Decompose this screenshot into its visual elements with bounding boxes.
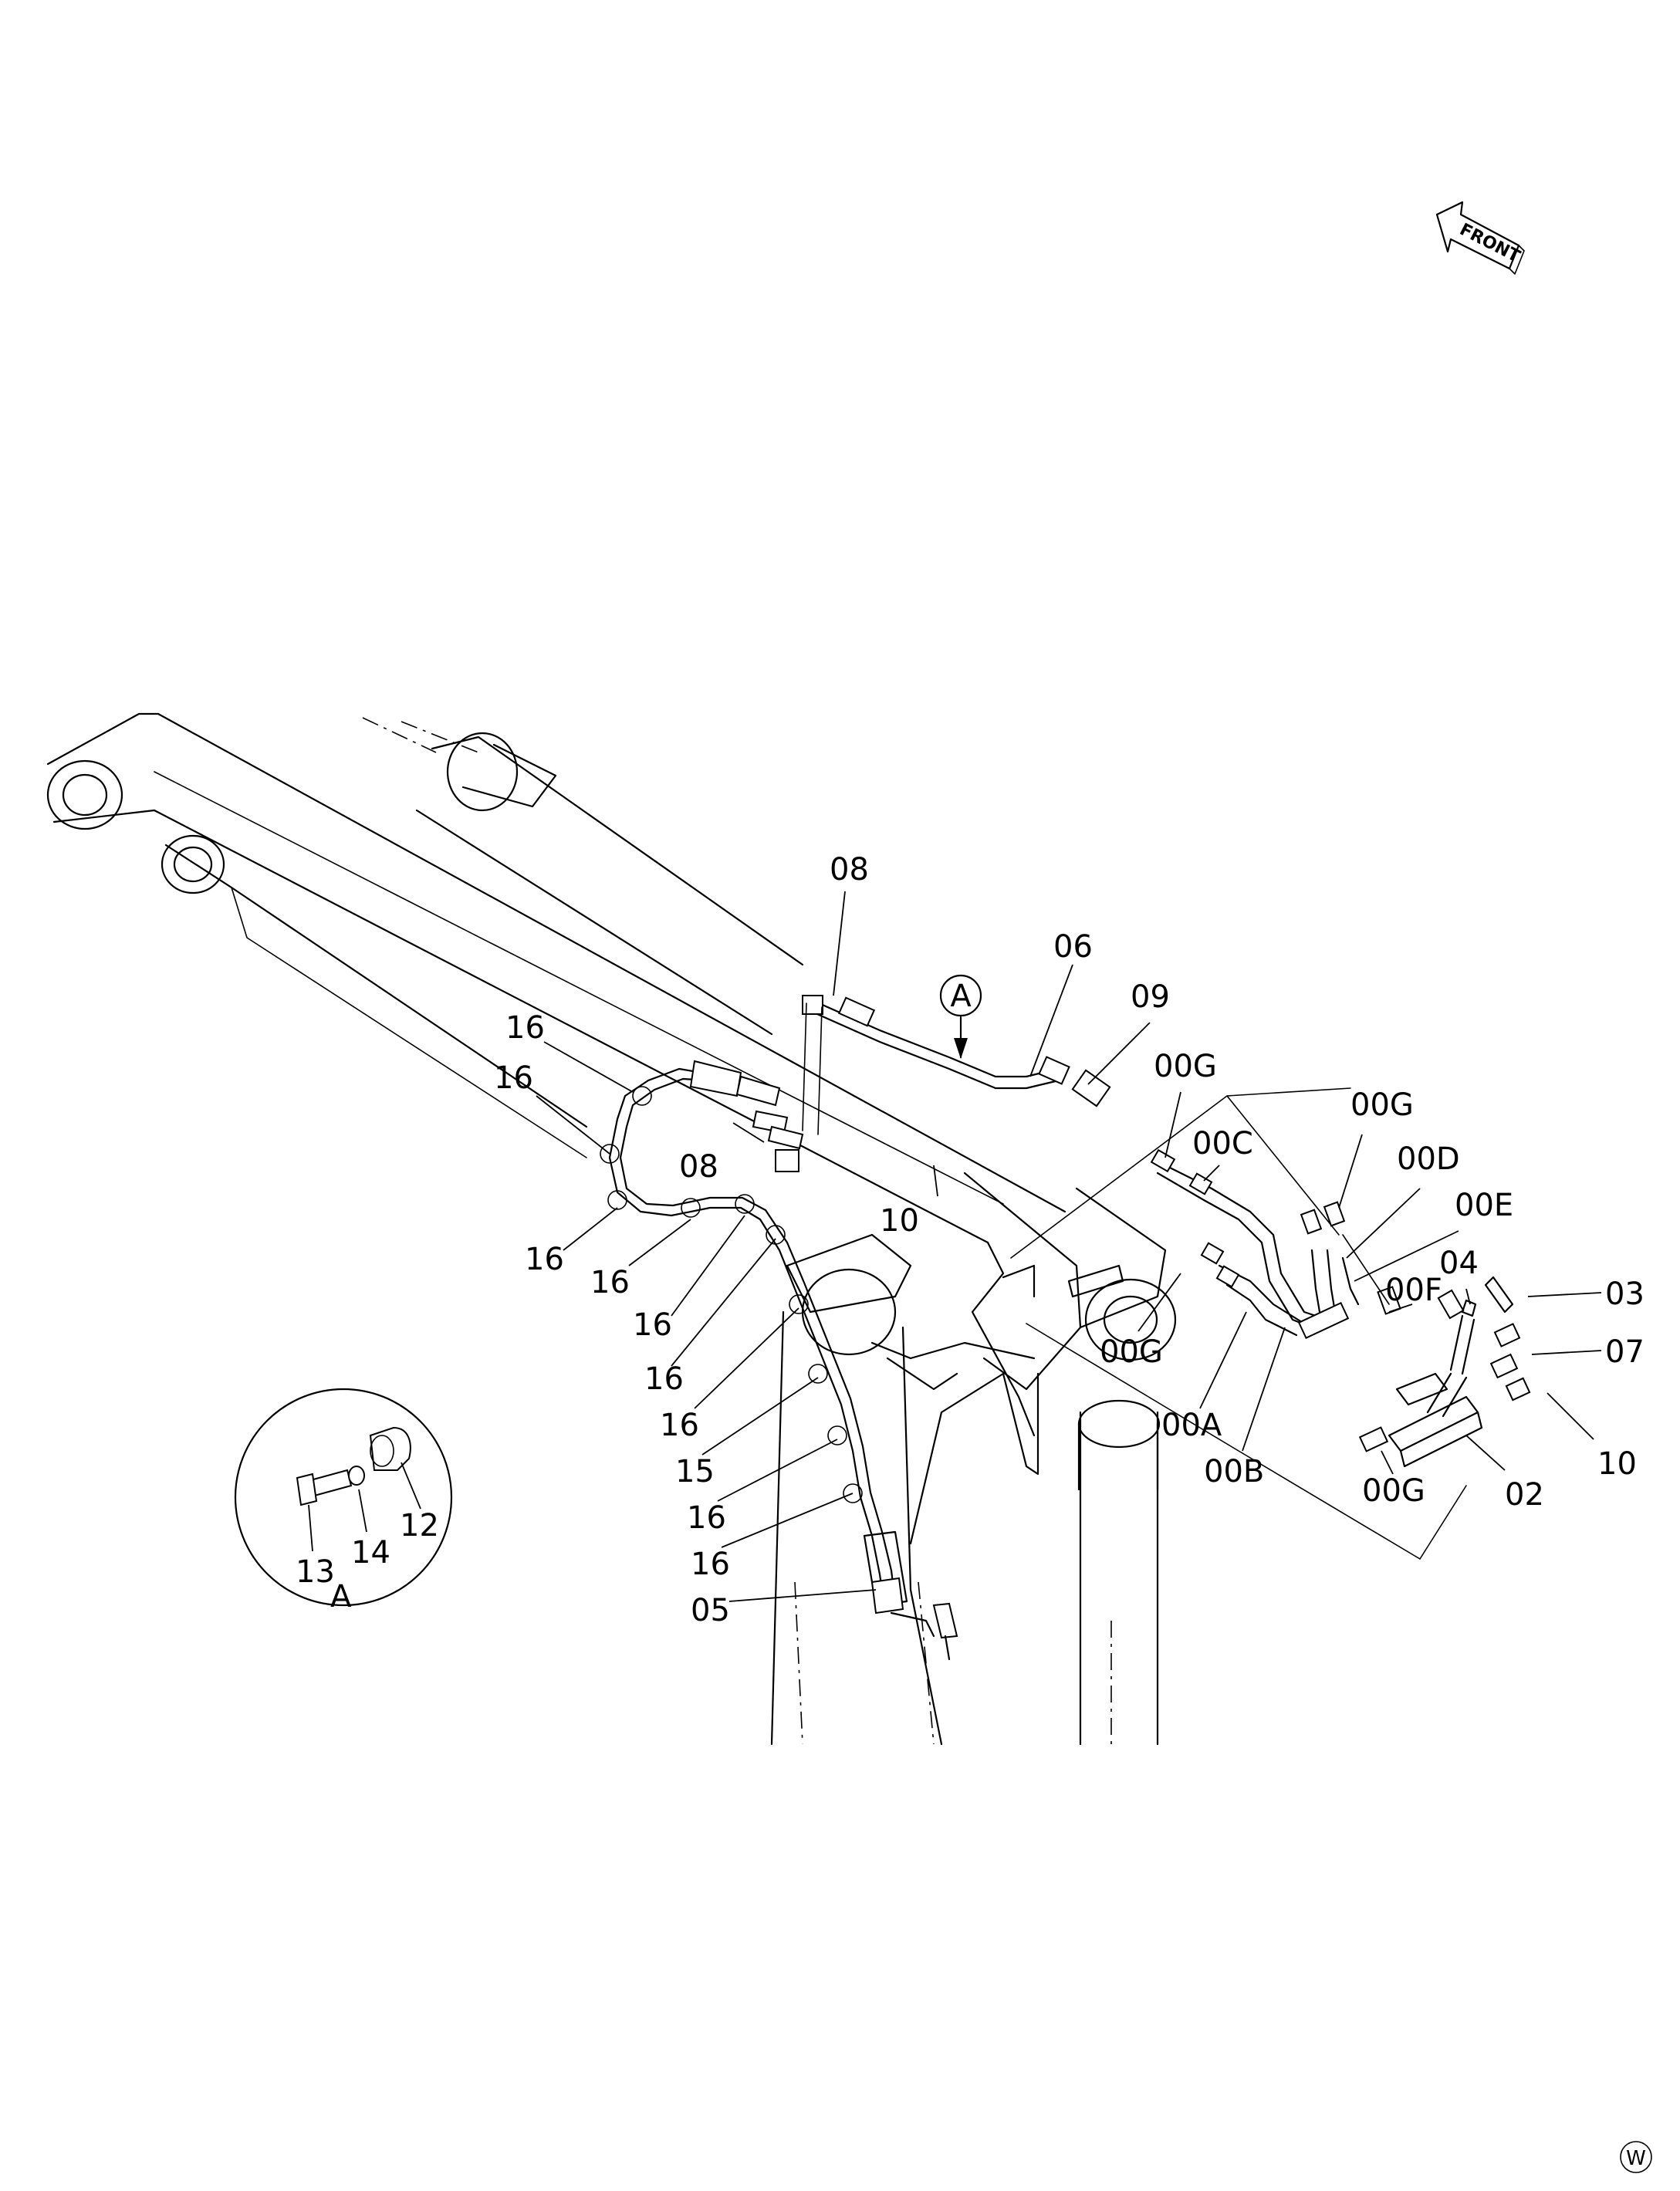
label-05: 05 [691,1593,730,1628]
detail-view-a: 12 14 13 A [234,1388,453,1615]
label-00f: 00F [1385,1273,1442,1308]
label-02: 02 [1505,1477,1544,1513]
label-16-1: 16 [505,1010,545,1046]
boom-structure [46,712,1177,1746]
label-04: 04 [1439,1246,1479,1281]
label-00c: 00C [1192,1126,1253,1161]
label-07: 07 [1605,1334,1645,1370]
svg-text:A: A [950,979,972,1014]
hose-assembly [600,1060,958,1661]
label-16-3: 16 [525,1242,564,1277]
manifold-block [1358,1276,1531,1468]
label-00g-bottom: 00G [1362,1473,1425,1509]
label-16-5: 16 [633,1307,672,1343]
label-08-upper: 08 [830,852,869,888]
upper-pipe-assembly [802,995,1111,1107]
label-16-2: 16 [494,1060,533,1096]
callout-leaders [536,891,1602,1602]
label-10-left: 10 [880,1203,919,1239]
detail-caption-a: A [330,1579,352,1615]
label-00b: 00B [1204,1454,1264,1489]
detail-label-12: 12 [400,1508,439,1544]
label-00g-left: 00G [1100,1334,1163,1370]
label-00d: 00D [1397,1141,1460,1177]
label-16-8: 16 [687,1500,726,1536]
detail-marker-a: A [939,974,982,1059]
label-10-right: 10 [1597,1446,1637,1482]
label-09: 09 [1131,979,1170,1015]
label-15: 15 [675,1454,715,1489]
pipe-bundle [1150,1148,1465,1339]
label-08-lower: 08 [679,1149,718,1185]
label-16-4: 16 [590,1265,630,1300]
label-00g-top: 00G [1154,1049,1217,1084]
svg-text:W: W [1626,2147,1646,2170]
callout-labels: 08 06 09 00G 00C 00G 00D 00E 04 00F 03 0… [494,852,1645,1628]
guide-lines [802,1003,1467,1560]
label-16-6: 16 [644,1361,684,1397]
label-16-9: 16 [691,1547,730,1582]
label-00g-right: 00G [1350,1087,1414,1123]
label-00a: 00A [1161,1408,1222,1443]
detail-label-14: 14 [351,1535,390,1571]
label-06: 06 [1053,929,1093,965]
label-03: 03 [1605,1276,1645,1312]
front-direction-arrow-icon: FRONT [1435,201,1525,275]
label-00e: 00E [1455,1188,1513,1223]
detail-label-13: 13 [296,1554,335,1590]
label-16-7: 16 [660,1408,699,1443]
corner-mark: W [1620,2141,1652,2173]
